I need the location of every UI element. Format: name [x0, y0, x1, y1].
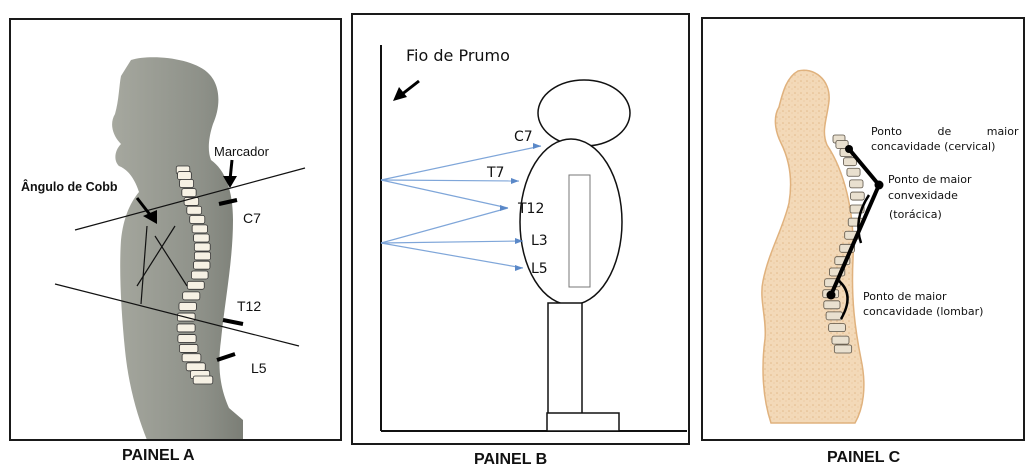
vertebra: [846, 167, 861, 177]
marker-label: Marcador: [214, 144, 269, 159]
foot: [546, 412, 620, 432]
panel-a: Marcador Ângulo de Cobb C7 T12 L5: [9, 18, 342, 441]
measurement-lines: [380, 145, 542, 269]
upper-cobb-line: [74, 167, 306, 231]
vertebra-label-l3: L3: [531, 233, 548, 249]
vertebra: [181, 353, 202, 363]
vertebra: [186, 280, 205, 290]
vertebra: [185, 362, 206, 372]
vertebra: [191, 270, 209, 280]
vertebra: [193, 242, 211, 252]
lumbar-arc: [838, 280, 849, 320]
vertebra: [182, 291, 201, 301]
thoracic-point: [874, 180, 884, 190]
marker-l5: [216, 352, 236, 362]
vertebra: [833, 344, 853, 354]
vertebra: [828, 323, 846, 333]
thoracic-arc: [857, 194, 871, 244]
panel-a-caption: PAINEL A: [122, 447, 195, 464]
cervical-label-2: concavidade (cervical): [871, 140, 996, 153]
lumbar-label-2: concavidade (lombar): [863, 305, 984, 318]
vertebra: [194, 251, 211, 261]
perp-line-3: [136, 225, 176, 287]
vertebra: [178, 302, 197, 311]
thoracic-label-1: Ponto de maior: [888, 173, 972, 186]
cobb-arrow: [135, 197, 153, 217]
cervical-point: [845, 145, 853, 153]
vertebra: [179, 344, 199, 353]
thoracic-line: [847, 147, 881, 187]
leg: [547, 302, 583, 416]
panel-b: Fio de Prumo C7 T7 T12 L3 L5: [351, 13, 690, 445]
vertebra: [177, 171, 192, 180]
vertebra: [843, 157, 857, 167]
body-silhouette: [761, 69, 865, 424]
vertebra: [823, 300, 841, 310]
vertebra: [193, 233, 210, 243]
lumbar-label-1: Ponto de maior: [863, 290, 947, 303]
vertebra-label-c7: C7: [514, 129, 533, 145]
vertebra-label-c7: C7: [243, 210, 261, 226]
lumbar-line: [829, 184, 881, 296]
perp-line-2: [154, 235, 188, 287]
vertebra-label-l5: L5: [531, 261, 548, 277]
thoracic-label-2: convexidade: [888, 189, 958, 202]
plumb-line-label: Fio de Prumo: [406, 46, 510, 65]
vertebra-label-t12: T12: [237, 298, 262, 314]
panel-c: Ponto de maior concavidade (cervical) Po…: [701, 17, 1025, 441]
vertebra-markers: [500, 143, 541, 271]
marker-t12: [222, 318, 244, 326]
panel-c-figure: [761, 69, 884, 424]
head: [537, 79, 631, 147]
plumb-arrow: [393, 87, 407, 101]
panel-a-figure: [54, 57, 306, 439]
vertebra: [825, 311, 843, 321]
panel-b-caption: PAINEL B: [474, 451, 548, 468]
vertebra: [181, 188, 197, 197]
perp-line-1: [140, 225, 148, 305]
vertebra: [189, 215, 206, 224]
vertebra: [849, 179, 864, 189]
vertebra-label-t12: T12: [518, 201, 545, 217]
thoracic-label-3: (torácica): [889, 208, 942, 221]
vertebra: [179, 179, 194, 188]
vertebra-label-t7: T7: [487, 165, 505, 181]
vertebra: [850, 191, 865, 201]
vertebra: [176, 323, 196, 333]
vertebra: [177, 334, 197, 343]
vertebra-label-l5: L5: [251, 360, 267, 376]
body-silhouette: [112, 57, 243, 439]
vertebra: [186, 205, 203, 215]
panel-c-caption: PAINEL C: [827, 449, 901, 466]
vertebra: [191, 224, 208, 234]
vertebra: [831, 335, 850, 345]
lumbar-point: [826, 290, 836, 300]
lower-cobb-line: [54, 283, 300, 347]
cervical-label-1: Ponto de maior: [871, 125, 1019, 138]
cobb-angle-label: Ângulo de Cobb: [21, 180, 118, 194]
vertebra: [192, 375, 214, 385]
marker-c7: [218, 198, 238, 206]
arm: [568, 174, 591, 288]
vertebra: [193, 260, 211, 270]
panel-b-figure: [380, 45, 687, 432]
